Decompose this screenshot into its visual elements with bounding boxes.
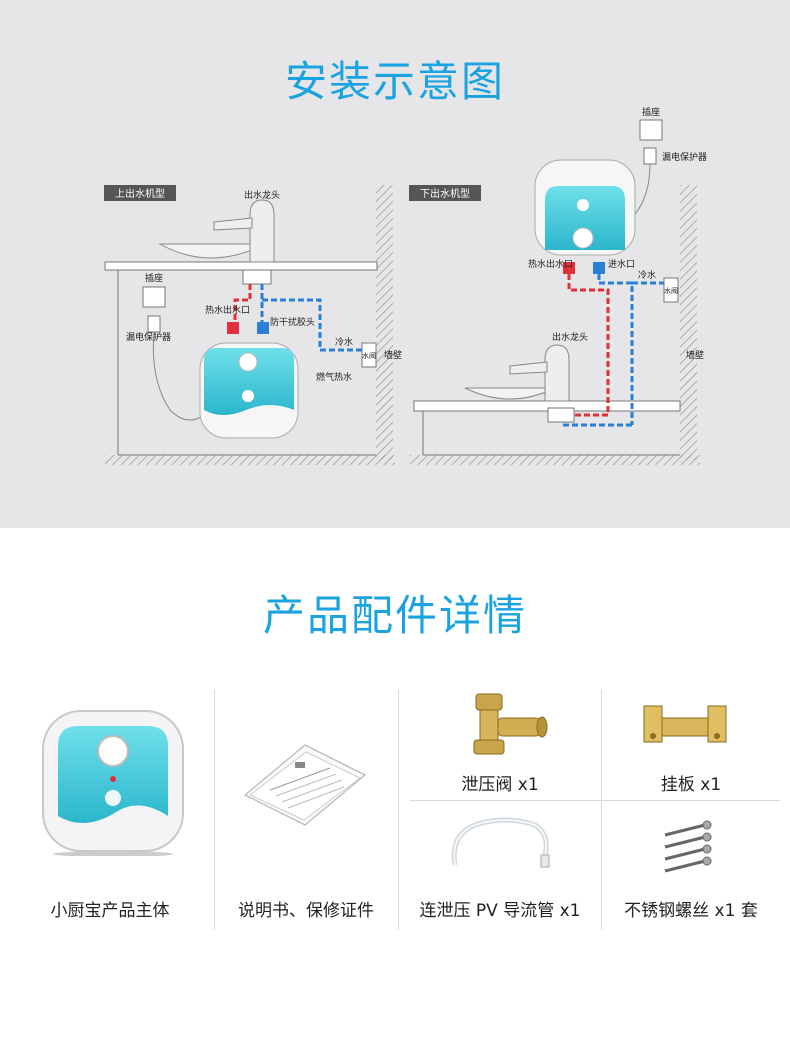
- left-socket-label: 插座: [145, 272, 163, 284]
- right-in-port-label: 进水口: [608, 258, 635, 270]
- left-gas-hot-label: 燃气热水: [316, 371, 352, 383]
- installation-diagram: 上出水机型 出水龙头 插座 漏电保护器 热水出水口 防干扰胶头 冷水 燃气热水 …: [104, 106, 707, 465]
- floor-hatch: [105, 455, 395, 465]
- left-tag: 上出水机型: [115, 187, 165, 200]
- screws-image: [664, 820, 712, 873]
- item-label-drain-tube: 连泄压 PV 导流管 x1: [419, 901, 581, 921]
- faucet: [249, 199, 275, 263]
- mounting-plate-image: [643, 705, 727, 743]
- wall-hatch: [376, 185, 393, 460]
- item-label-heater-body: 小厨宝产品主体: [50, 901, 170, 921]
- item-label-mounting-plate: 挂板 x1: [660, 775, 722, 795]
- drain-tube-image: [451, 817, 550, 868]
- right-cold-label: 冷水: [638, 269, 656, 281]
- hot-pipe: [233, 284, 252, 330]
- left-hot-out-label: 热水出水口: [205, 304, 250, 316]
- countertop: [104, 261, 378, 271]
- right-hot-out-label: 热水出水口: [528, 258, 573, 270]
- right-faucet-label: 出水龙头: [552, 331, 588, 343]
- divider: [601, 690, 602, 930]
- left-faucet-label: 出水龙头: [244, 189, 280, 201]
- relief-valve-image: [473, 693, 548, 755]
- left-heater: [199, 342, 299, 439]
- divider: [410, 800, 780, 801]
- right-valve-label: 水阀: [664, 286, 678, 295]
- left-wall-label: 墙壁: [384, 349, 402, 361]
- divider: [214, 690, 215, 930]
- item-label-manual: 说明书、保修证件: [238, 901, 374, 921]
- right-tag: 下出水机型: [420, 187, 470, 200]
- item-label-relief-valve: 泄压阀 x1: [461, 775, 539, 795]
- left-socket: [142, 286, 166, 308]
- accessories-title: 产品配件详情: [262, 591, 527, 640]
- right-leakage-label: 漏电保护器: [662, 151, 707, 163]
- left-anti-interference-label: 防干扰胶头: [270, 316, 315, 328]
- left-tag-bg: [104, 185, 176, 201]
- left-leakage-label: 漏电保护器: [126, 331, 171, 343]
- left-valve-label: 水阀: [362, 351, 376, 360]
- left-panel: 上出水机型 出水龙头 插座 漏电保护器 热水出水口 防干扰胶头 冷水 燃气热水 …: [104, 185, 402, 465]
- manual-image: [244, 744, 366, 826]
- installation-title: 安装示意图: [284, 57, 505, 106]
- heater-body-image: [42, 710, 184, 856]
- right-wall-label: 墙壁: [686, 349, 704, 361]
- left-cold-label: 冷水: [335, 336, 353, 348]
- divider: [398, 690, 399, 930]
- right-heater: [534, 159, 636, 256]
- item-label-screws: 不锈钢螺丝 x1 套: [624, 901, 758, 921]
- sink-basin: [158, 243, 266, 259]
- right-panel: 下出水机型 插座 漏电保护器 热水出水口 进水口 冷水 水阀 墙壁 出水龙头: [409, 106, 707, 465]
- right-socket-label: 插座: [642, 106, 660, 118]
